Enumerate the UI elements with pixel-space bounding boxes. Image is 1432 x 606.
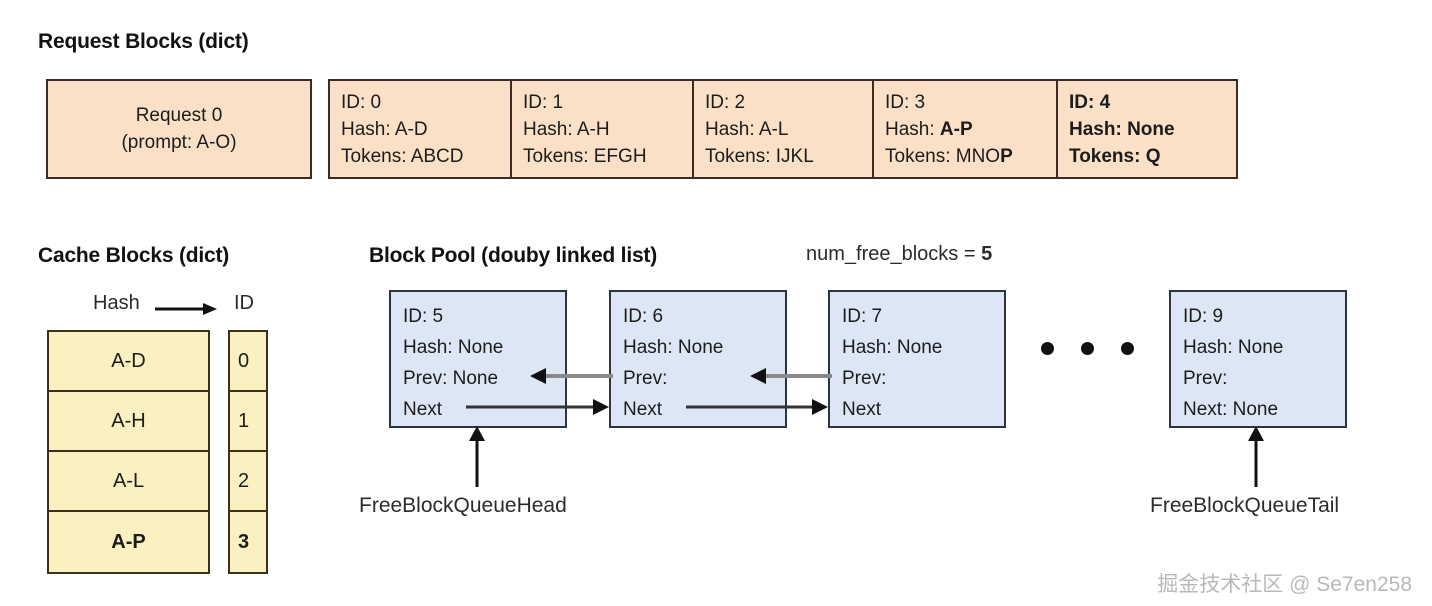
request-block-3-hash-value: A-P xyxy=(939,119,973,140)
pool-block-6-hash: Hash: None xyxy=(623,337,724,358)
ellipsis-dots-icon xyxy=(1038,340,1138,358)
pool-block-7-prev: Prev: xyxy=(842,368,887,389)
pool-block-6-prev: Prev: xyxy=(623,368,668,389)
pool-block-7-hash: Hash: None xyxy=(842,337,943,358)
watermark: 掘金技术社区 @ Se7en258 xyxy=(1157,573,1412,596)
cache-hash-column: A-D A-H A-L A-P xyxy=(47,330,210,574)
pool-block-9-prev: Prev: xyxy=(1183,368,1228,389)
pool-block-9: ID: 9 Hash: None Prev: Next: None xyxy=(1169,290,1347,428)
request-block-4-id: ID: 4 xyxy=(1069,92,1111,113)
request-block-2-id: ID: 2 xyxy=(705,92,746,113)
request-block-1-id: ID: 1 xyxy=(523,92,564,113)
num-free-blocks-label: num_free_blocks = 5 xyxy=(806,243,992,266)
request-block-1-hash: Hash: A-H xyxy=(523,119,610,140)
cache-row: A-P xyxy=(111,530,146,553)
cache-id-cell: 2 xyxy=(230,452,266,512)
pool-block-6-next: Next xyxy=(623,399,663,420)
ellipsis-dot xyxy=(1121,342,1134,355)
pool-block-9-id: ID: 9 xyxy=(1183,306,1224,327)
request-block-3-hash-line: Hash: A-P xyxy=(885,116,1056,143)
num-free-blocks-text: num_free_blocks = xyxy=(806,243,982,265)
ellipsis-dot xyxy=(1081,342,1094,355)
pool-block-9-hash: Hash: None xyxy=(1183,337,1284,358)
cache-id-cell: 0 xyxy=(230,332,266,392)
request-block-0-hash: Hash: A-D xyxy=(341,119,428,140)
free-block-queue-tail-label: FreeBlockQueueTail xyxy=(1150,494,1340,517)
cache-id-header: ID xyxy=(234,292,254,314)
cache-row: A-L xyxy=(49,452,208,512)
free-block-queue-head-arrow xyxy=(469,426,485,487)
pool-block-7-id: ID: 7 xyxy=(842,306,883,327)
ellipsis-dot xyxy=(1041,342,1054,355)
pool-block-5-next: Next xyxy=(403,399,443,420)
pool-block-5-hash: Hash: None xyxy=(403,337,504,358)
request-block-2-tokens: Tokens: IJKL xyxy=(705,146,814,167)
pool-block-5: ID: 5 Hash: None Prev: None Next xyxy=(389,290,567,428)
pool-block-5-prev: Prev: None xyxy=(403,368,499,389)
pool-block-6: ID: 6 Hash: None Prev: Next xyxy=(609,290,787,428)
request-prompt-box: Request 0 (prompt: A-O) xyxy=(46,79,312,179)
request-block-0-id: ID: 0 xyxy=(341,92,382,113)
cache-id-cell: 3 xyxy=(238,530,250,553)
cache-hash-header: Hash xyxy=(93,292,140,314)
free-block-queue-head-label: FreeBlockQueueHead xyxy=(359,494,567,517)
request-block-3-tokens-highlight: P xyxy=(1000,146,1013,167)
request-row-gap xyxy=(312,79,328,179)
cache-id-column: 0 1 2 3 xyxy=(228,330,268,574)
request-block-3-tokens-line: Tokens: MNOP xyxy=(885,143,1056,170)
free-block-queue-tail-arrow xyxy=(1248,426,1264,487)
num-free-blocks-value: 5 xyxy=(981,243,993,265)
request-block-4: ID: 4 Hash: None Tokens: Q xyxy=(1058,81,1236,177)
request-blocks-row: Request 0 (prompt: A-O) ID: 0 Hash: A-D … xyxy=(46,79,1238,179)
pool-block-6-id: ID: 6 xyxy=(623,306,664,327)
request-block-3-tokens-prefix: Tokens: MNO xyxy=(885,146,1001,167)
pool-block-7-next: Next xyxy=(842,399,882,420)
cache-row: A-D xyxy=(49,332,208,392)
request-prompt-line1: Request 0 xyxy=(135,105,223,126)
request-prompt-line2: (prompt: A-O) xyxy=(121,132,237,153)
request-block-3-hash-prefix: Hash: xyxy=(885,119,940,140)
request-block-4-hash: Hash: None xyxy=(1069,119,1175,140)
pool-block-5-id: ID: 5 xyxy=(403,306,444,327)
request-block-2-hash: Hash: A-L xyxy=(705,119,789,140)
request-block-list: ID: 0 Hash: A-D Tokens: ABCD ID: 1 Hash:… xyxy=(328,79,1238,179)
request-block-0-tokens: Tokens: ABCD xyxy=(341,146,464,167)
right-arrow-icon xyxy=(155,303,217,315)
request-block-4-tokens: Tokens: Q xyxy=(1069,146,1161,167)
request-block-3-id: ID: 3 xyxy=(885,92,926,113)
pool-block-7: ID: 7 Hash: None Prev: Next xyxy=(828,290,1006,428)
request-block-2: ID: 2 Hash: A-L Tokens: IJKL xyxy=(694,81,874,177)
request-block-0: ID: 0 Hash: A-D Tokens: ABCD xyxy=(330,81,512,177)
cache-row: A-H xyxy=(49,392,208,452)
pool-block-9-next: Next: None xyxy=(1183,399,1279,420)
block-pool-title: Block Pool (douby linked list) xyxy=(369,244,658,267)
request-block-3: ID: 3 Hash: A-P Tokens: MNOP xyxy=(874,81,1058,177)
cache-id-cell: 1 xyxy=(230,392,266,452)
cache-blocks-title: Cache Blocks (dict) xyxy=(38,244,230,267)
request-blocks-title: Request Blocks (dict) xyxy=(38,30,249,53)
request-block-1-tokens: Tokens: EFGH xyxy=(523,146,647,167)
request-block-1: ID: 1 Hash: A-H Tokens: EFGH xyxy=(512,81,694,177)
